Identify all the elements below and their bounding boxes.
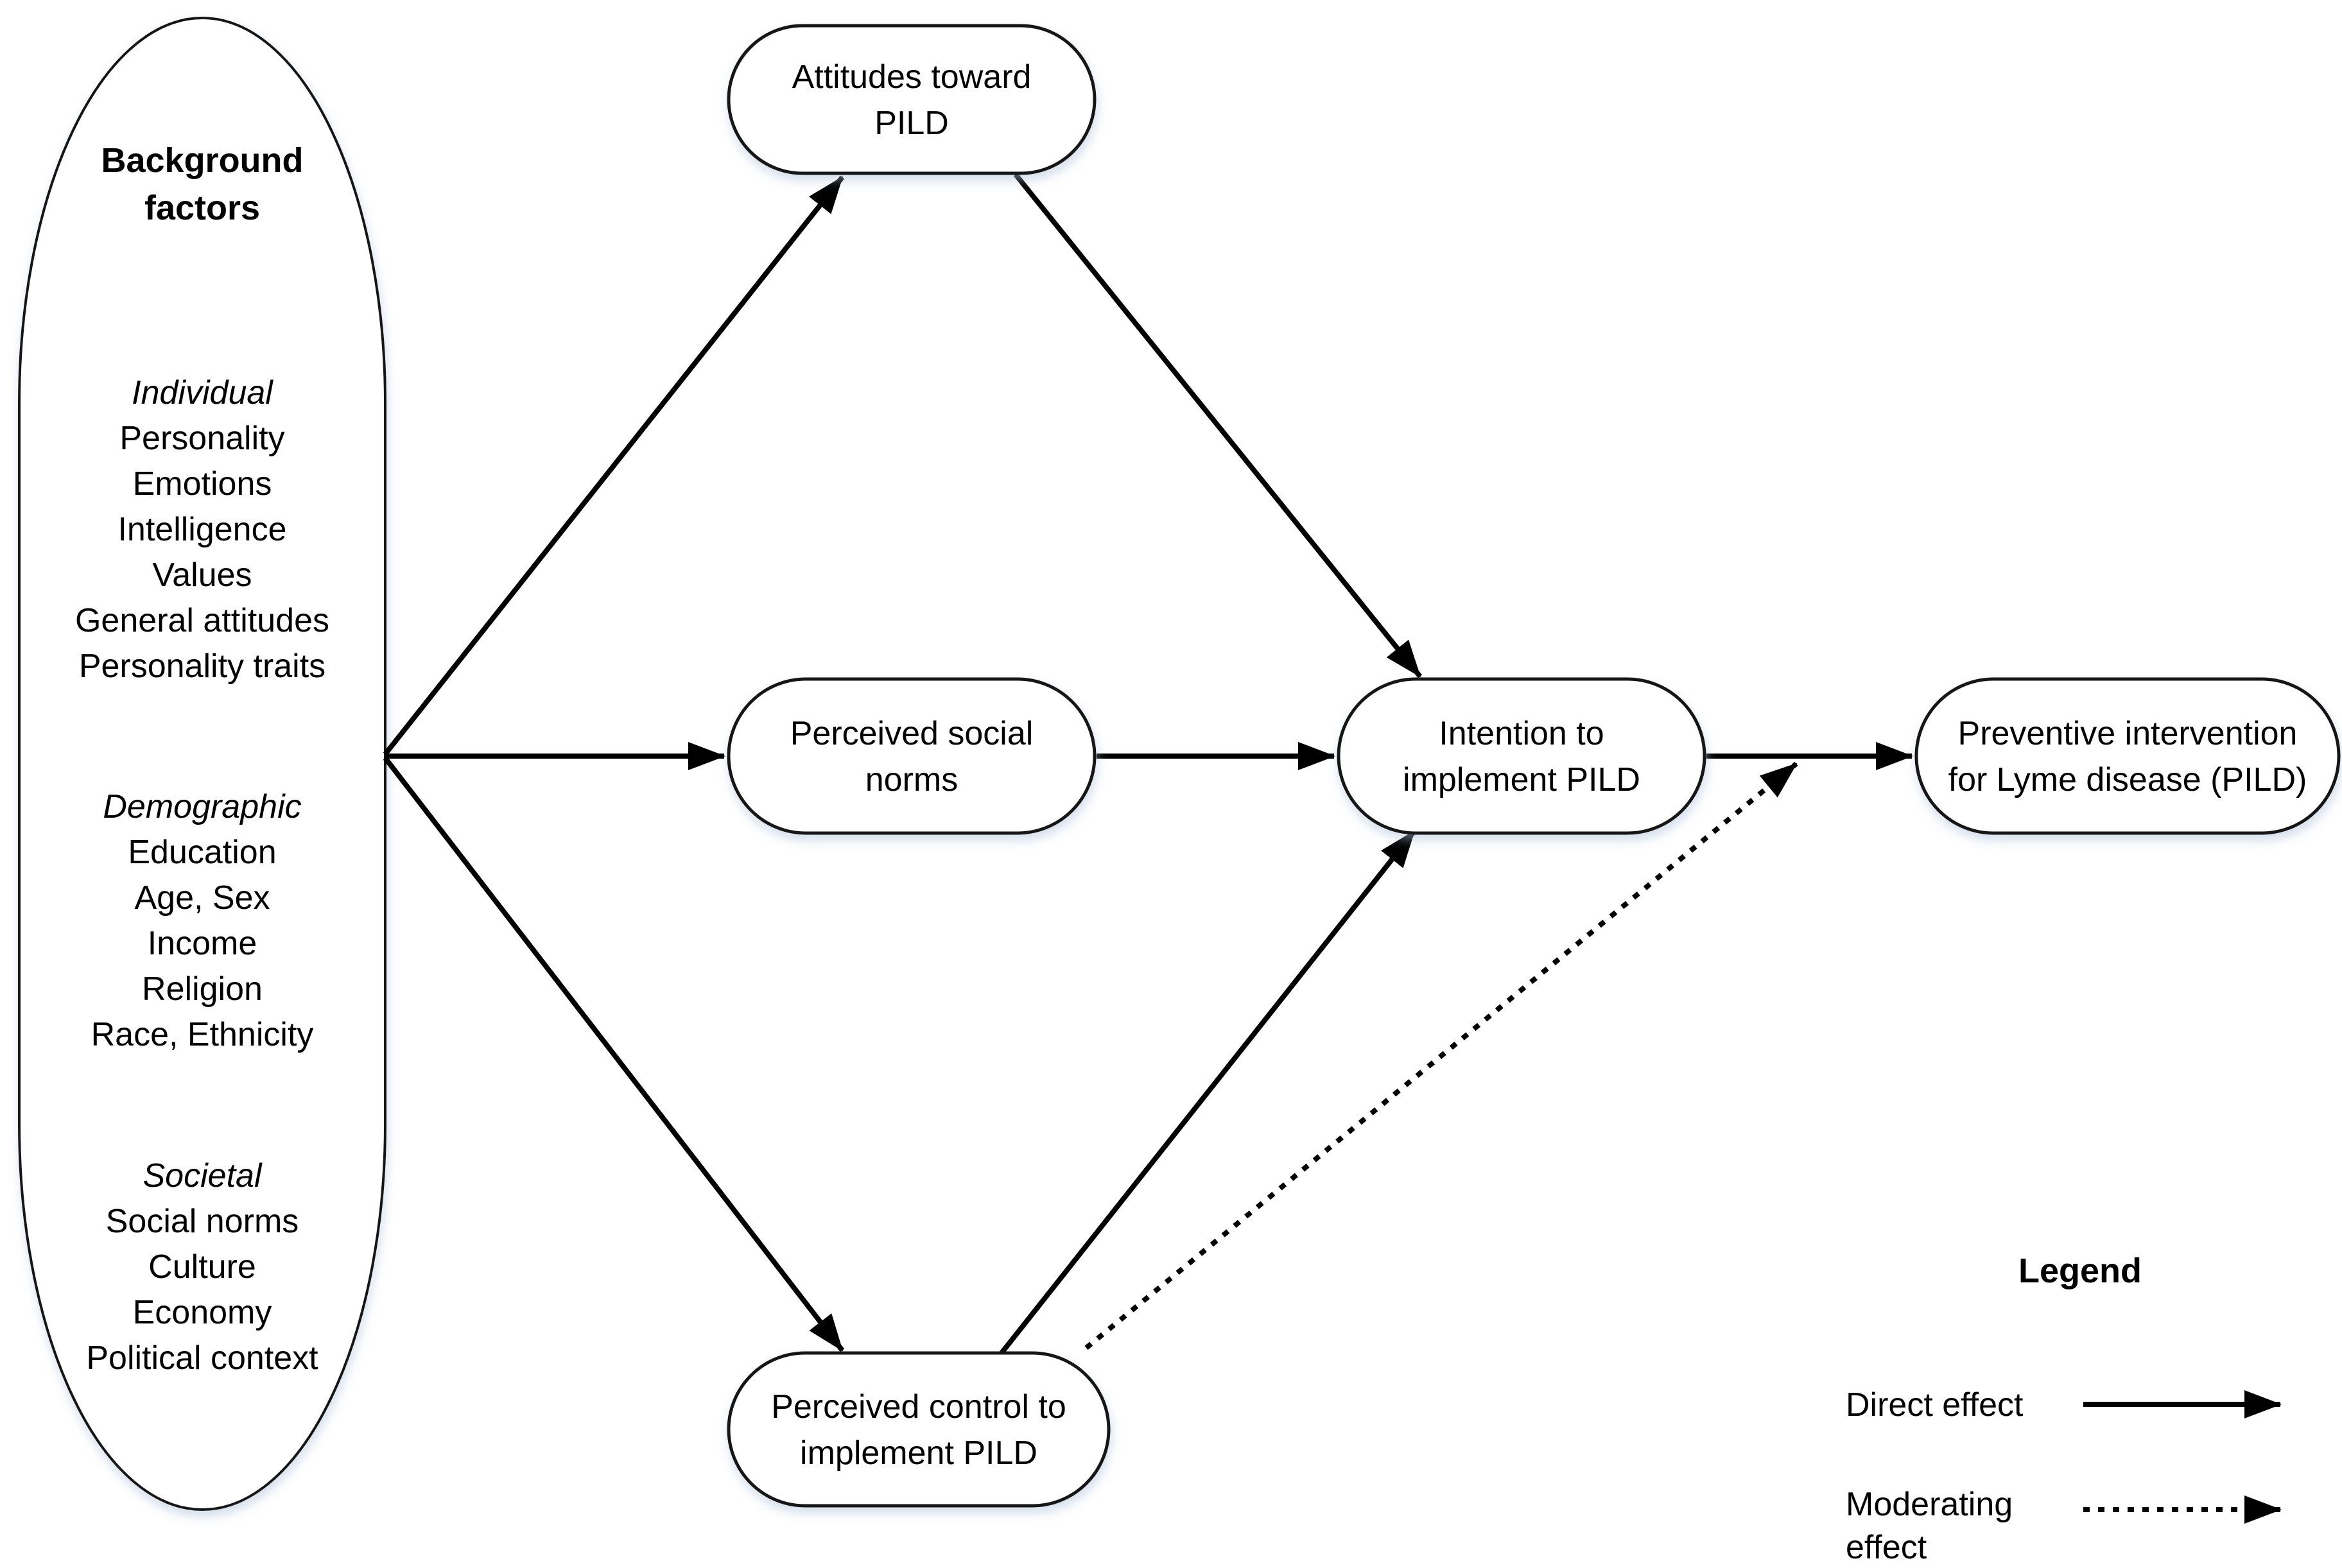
legend-row-direct-effect: Direct effect (1846, 1386, 2282, 1424)
group-demographic-item: Race, Ethnicity (91, 1016, 314, 1053)
node-attitudes-toward-pild: Attitudes toward PILD (727, 24, 1097, 175)
node-intention-to-implement-pild: Intention to implement PILD (1337, 677, 1706, 835)
background-factors-title-line1: Background (101, 141, 303, 180)
node-pild-label-line2: for Lyme disease (PILD) (1948, 761, 2307, 798)
group-individual-header: Individual (132, 374, 273, 411)
node-attitudes-label-line2: PILD (874, 105, 949, 142)
node-perceived-control: Perceived control to implement PILD (727, 1351, 1111, 1508)
background-factors-shape (18, 17, 386, 1511)
group-individual-item: Emotions (133, 465, 272, 503)
group-demographic-item: Education (128, 834, 276, 871)
group-individual-item: Values (152, 556, 252, 594)
node-intention-shape (1337, 677, 1706, 835)
node-perceived-social-norms: Perceived social norms (727, 677, 1097, 835)
edge-attitudes-to-intention (1013, 173, 1423, 678)
group-demographic-item: Income (148, 925, 257, 962)
group-societal-header: Societal (143, 1157, 263, 1194)
node-control-shape (727, 1351, 1111, 1508)
node-intention-label-line2: implement PILD (1403, 761, 1640, 798)
legend-moderating-effect-label-line2: effect (1846, 1529, 1927, 1566)
group-individual-item: Personality (119, 420, 284, 457)
group-demographic-header: Demographic (103, 788, 301, 825)
node-attitudes-shape (727, 24, 1097, 175)
legend-moderating-effect-label-line1: Moderating (1846, 1486, 2013, 1523)
group-individual-item: Intelligence (117, 511, 286, 548)
legend-direct-effect-label: Direct effect (1846, 1386, 2024, 1424)
group-individual-item: Personality traits (79, 648, 325, 685)
group-societal-item: Social norms (106, 1203, 299, 1240)
node-pild-shape (1914, 677, 2341, 835)
group-societal-item: Culture (148, 1248, 256, 1286)
edge-background-to-control (383, 756, 845, 1352)
node-social-norms-label-line1: Perceived social (790, 715, 1034, 752)
group-demographic-item: Age, Sex (134, 879, 270, 917)
edge-control-to-intention (999, 829, 1417, 1355)
background-group-demographic: Demographic Education Age, Sex Income Re… (91, 788, 314, 1053)
node-intention-label-line1: Intention to (1439, 715, 1604, 752)
edge-control-moderating-effect (1084, 761, 1798, 1350)
background-group-individual: Individual Personality Emotions Intellig… (75, 374, 329, 685)
group-societal-item: Political context (86, 1340, 318, 1377)
edge-background-to-attitudes (383, 175, 845, 756)
edges (383, 173, 1913, 1355)
legend: Legend Direct effect Moderating effect (1846, 1252, 2282, 1566)
group-societal-item: Economy (133, 1294, 272, 1331)
node-preventive-intervention-pild: Preventive intervention for Lyme disease… (1914, 677, 2341, 835)
legend-title: Legend (2018, 1252, 2142, 1290)
node-control-label-line1: Perceived control to (771, 1388, 1066, 1426)
node-control-label-line2: implement PILD (800, 1434, 1037, 1472)
background-factors-panel: Background factors Individual Personalit… (18, 17, 386, 1511)
node-attitudes-label-line1: Attitudes toward (792, 58, 1032, 96)
node-social-norms-shape (727, 677, 1097, 835)
background-group-societal: Societal Social norms Culture Economy Po… (86, 1157, 318, 1377)
group-demographic-item: Religion (142, 970, 263, 1008)
node-pild-label-line1: Preventive intervention (1958, 715, 2298, 752)
legend-row-moderating-effect: Moderating effect (1846, 1486, 2282, 1566)
background-factors-title-line2: factors (144, 189, 260, 227)
node-social-norms-label-line2: norms (865, 761, 958, 798)
group-individual-item: General attitudes (75, 602, 329, 639)
